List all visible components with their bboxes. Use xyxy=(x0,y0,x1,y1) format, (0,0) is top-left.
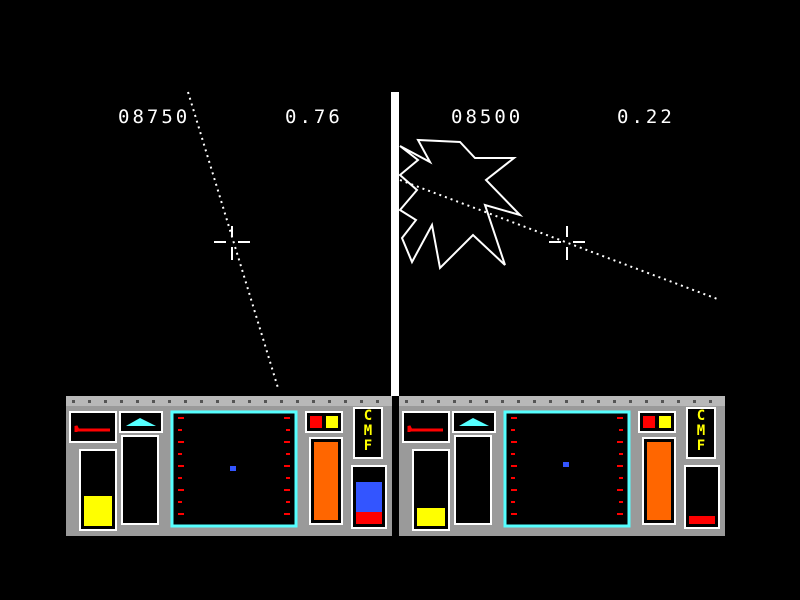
player1-cockpit-panel: C M F xyxy=(66,396,392,536)
cmf-letters: C M F xyxy=(691,409,711,454)
player1-laser-trail xyxy=(187,91,279,389)
split-screen-divider xyxy=(391,92,399,396)
player1-crosshair-icon xyxy=(214,226,250,260)
player1-timer: 0.76 xyxy=(285,106,343,128)
energy-gauge-fill xyxy=(356,482,382,512)
player2-timer: 0.22 xyxy=(617,106,675,128)
radar-scope xyxy=(503,410,631,528)
cmf-letter-m: M xyxy=(363,423,373,439)
cmf-letter-m: M xyxy=(696,423,706,439)
cmf-indicator xyxy=(686,407,716,459)
radar-blip xyxy=(563,462,569,467)
player2-score: 08500 xyxy=(451,106,524,128)
cmf-letter-c: C xyxy=(696,408,706,424)
cmf-letter-f: F xyxy=(696,438,706,454)
shield-gauge xyxy=(454,435,492,525)
attitude-indicator xyxy=(402,411,450,443)
player2-cockpit-panel: C M F xyxy=(399,396,725,536)
shield-gauge xyxy=(121,435,159,525)
radar-blip xyxy=(230,466,236,471)
fuel-gauge-fill xyxy=(417,508,445,526)
cmf-letter-c: C xyxy=(363,408,373,424)
player2-panel-graphics xyxy=(399,396,725,531)
cmf-letters: C M F xyxy=(358,409,378,454)
player1-panel-graphics xyxy=(66,396,392,531)
player2-laser-trail xyxy=(399,179,721,301)
explosion-wireframe-icon xyxy=(398,138,524,271)
cmf-indicator xyxy=(353,407,383,459)
player1-score: 08750 xyxy=(118,106,191,128)
player2-crosshair-icon xyxy=(549,226,585,260)
cmf-letter-f: F xyxy=(363,438,373,454)
fuel-gauge-fill xyxy=(84,496,112,526)
